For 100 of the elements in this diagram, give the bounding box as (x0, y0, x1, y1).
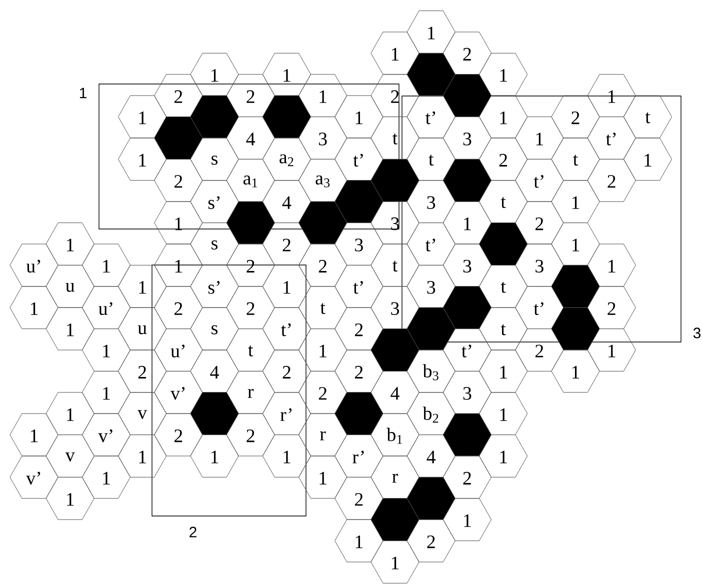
hex-cell: b$_{1}$ (370, 413, 420, 456)
hex-cell: t (623, 95, 672, 138)
hex-cell: r’ (334, 434, 384, 478)
hex-cell: 2 (154, 413, 203, 456)
filled-hexagon (442, 74, 492, 118)
filled-hexagon (406, 307, 456, 350)
hex-cell: 1 (262, 264, 312, 308)
hex-cell: t’ (262, 307, 312, 350)
hex-cell: 1 (46, 222, 94, 266)
hex-cell: 1 (298, 328, 348, 372)
hex-cell: a$_{2}$ (262, 138, 312, 181)
hex-cell: 1 (10, 286, 58, 330)
filled-hexagon (406, 52, 456, 96)
hex-cell: v’ (82, 413, 131, 456)
hex-cell: 1 (82, 456, 131, 499)
hex-cell: 2 (262, 222, 312, 266)
hex-cell: 1 (478, 434, 528, 478)
hex-cell: 1 (118, 138, 167, 181)
hex-cell: 1 (82, 328, 131, 372)
hex-cell: s (190, 138, 239, 181)
hex-cell: 2 (118, 350, 167, 393)
hex-cell: v (46, 434, 94, 478)
filled-hexagon (406, 476, 456, 520)
hex-cell: 1 (587, 328, 636, 372)
hex-cell: 1 (262, 434, 312, 478)
hex-cell: s (190, 222, 239, 266)
hex-cell: 1 (118, 264, 167, 308)
hex-cell: 3 (406, 180, 456, 224)
hex-cell: t (478, 307, 528, 350)
hex-cell: 2 (551, 95, 600, 138)
hex-cell: t (298, 286, 348, 330)
filled-hexagon (226, 201, 275, 244)
hex-cell: u (46, 264, 94, 308)
hex-cell: 1 (334, 95, 384, 138)
filled-hexagon (298, 201, 348, 244)
filled-hexagon (262, 95, 312, 138)
filled-hexagon (334, 392, 384, 436)
hex-cell: 1 (551, 350, 600, 393)
hex-cell: 1 (82, 244, 131, 287)
hex-cell: t’ (587, 116, 636, 160)
hex-cell: u’ (154, 328, 203, 372)
hex-cell: 2 (406, 519, 456, 562)
hex-cell: 1 (442, 498, 492, 542)
hex-cell: r (298, 413, 348, 456)
hex-cell: 1 (82, 370, 131, 414)
hex-cell: 1 (154, 201, 203, 244)
hex-cell: 2 (226, 286, 275, 330)
hex-cell: 1 (46, 307, 94, 350)
hex-cell: 2 (515, 328, 564, 372)
filled-hexagon (190, 392, 239, 436)
hex-cell: 1 (190, 434, 239, 478)
filled-hexagon (442, 286, 492, 330)
filled-hexagon (190, 95, 239, 138)
hex-cell: 1 (10, 413, 58, 456)
filled-hexagon (478, 222, 528, 266)
filled-hexagon (551, 307, 600, 350)
hex-cell: 1 (46, 392, 94, 436)
hex-cell: 2 (262, 350, 312, 393)
hex-cell: 1 (478, 95, 528, 138)
hex-cell: t’ (442, 328, 492, 372)
filled-hexagon (370, 328, 420, 372)
hex-cell: v’ (10, 456, 58, 499)
hex-cell: 2 (298, 244, 348, 287)
hex-cell: t (226, 328, 275, 372)
hex-cell: u’ (10, 244, 58, 287)
hex-cell: t (551, 138, 600, 181)
hex-cell: 2 (587, 158, 636, 202)
hex-cell: t’ (334, 264, 384, 308)
hex-cell: u (118, 307, 167, 350)
hex-cell: 2 (226, 413, 275, 456)
hex-cell: 1 (118, 434, 167, 478)
hex-cell: t’ (406, 222, 456, 266)
hex-cell: r’ (262, 392, 312, 436)
hex-cell: 1 (46, 476, 94, 520)
hex-cell: b$_{3}$ (406, 350, 456, 393)
hex-cell: 1 (623, 138, 672, 181)
hex-cell: 1 (298, 456, 348, 499)
hex-cell: 2 (154, 286, 203, 330)
filled-hexagon (551, 264, 600, 308)
filled-hexagon (442, 158, 492, 202)
hex-cell: s (190, 307, 239, 350)
filled-hexagon (370, 158, 420, 202)
hex-cell: s’ (190, 264, 239, 308)
region-number: 1 (80, 88, 86, 98)
hex-cell: 2 (154, 158, 203, 202)
filled-hexagon (154, 116, 203, 160)
hex-cell: 3 (298, 116, 348, 160)
filled-hexagon (370, 498, 420, 542)
hex-cell: t’ (406, 95, 456, 138)
filled-hexagon (334, 180, 384, 224)
hex-cell: 4 (226, 116, 275, 160)
hex-cell: 1 (334, 519, 384, 562)
hex-cell: v (118, 392, 167, 436)
hex-cell: 1 (515, 116, 564, 160)
hex-cell: 3 (334, 222, 384, 266)
hex-cell: u’ (82, 286, 131, 330)
hex-cell: 1 (370, 540, 420, 584)
hex-cell: t’ (515, 158, 564, 202)
hex-cell: t (370, 244, 420, 287)
region-number: 2 (190, 526, 196, 538)
